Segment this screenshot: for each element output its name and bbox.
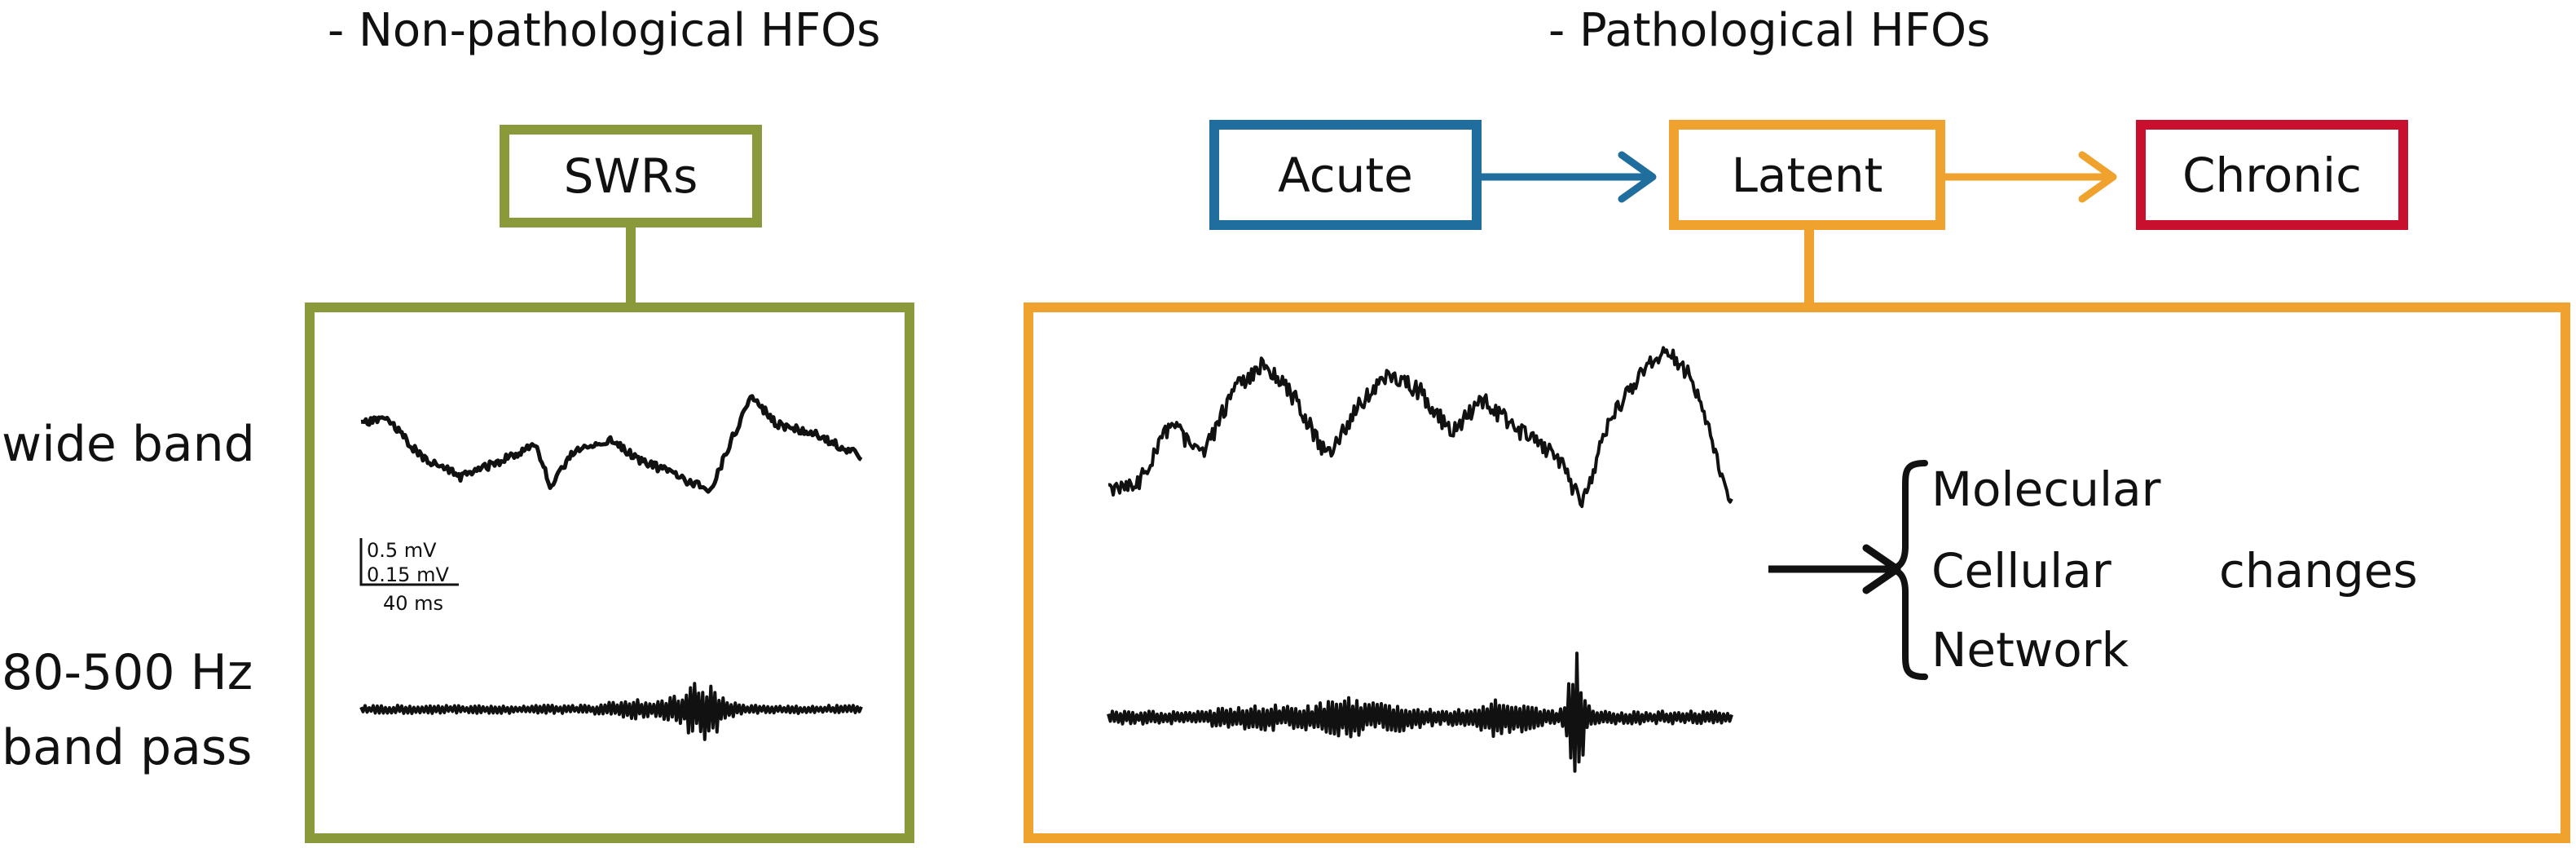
changes-suffix: changes: [2219, 543, 2418, 598]
scale-time: 40 ms: [383, 592, 444, 615]
changes-item-molecular: Molecular: [1931, 462, 2161, 517]
scale-bar: [359, 538, 459, 586]
chronic-label: Chronic: [2146, 130, 2398, 220]
pathological-bandpass-trace: [1107, 651, 1733, 773]
swr-bandpass-trace: [359, 682, 863, 741]
pathological-heading: - Pathological HFOs: [1548, 4, 1991, 57]
chronic-box-frame: [2136, 120, 2408, 230]
changes-item-cellular: Cellular: [1931, 543, 2111, 598]
scale-voltage-band: 0.15 mV: [367, 563, 449, 586]
non-pathological-heading: - Non-pathological HFOs: [328, 4, 881, 57]
changes-item-network: Network: [1931, 622, 2129, 678]
scale-voltage-wide: 0.5 mV: [367, 539, 437, 562]
latent-label: Latent: [1679, 130, 1935, 220]
acute-label: Acute: [1219, 130, 1472, 220]
non-pathological-panel-frame: [305, 303, 914, 843]
latent-to-chronic-arrowhead: [2078, 151, 2117, 203]
swr-wideband-trace: [360, 394, 863, 494]
acute-to-latent-arrowhead: [1618, 151, 1657, 203]
pathological-panel-frame: [1024, 303, 2570, 843]
band-pass-label-line1: 80-500 Hz: [2, 644, 253, 701]
band-pass-label-line2: band pass: [2, 719, 253, 776]
pathological-wideband-trace: [1108, 346, 1733, 509]
wide-band-label: wide band: [2, 416, 255, 473]
changes-curly-brace: [1887, 460, 1928, 680]
swrs-label: SWRs: [509, 135, 752, 218]
